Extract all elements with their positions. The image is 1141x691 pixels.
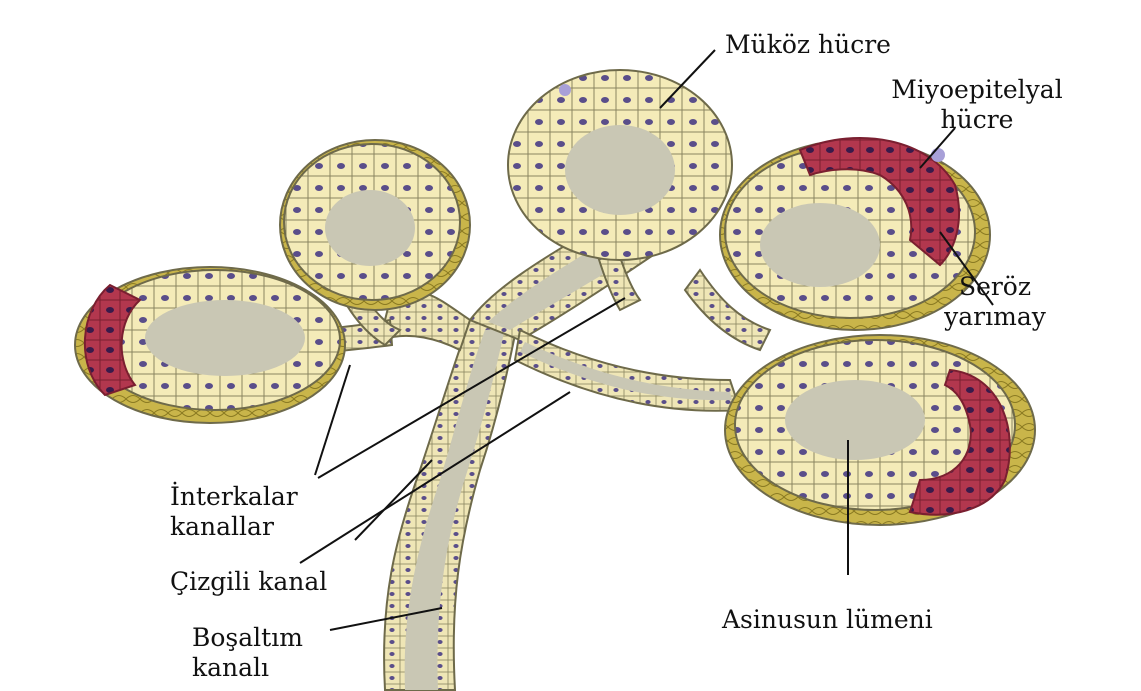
- label-interkalar-kanallar: İnterkalar kanallar: [170, 482, 298, 542]
- label-interkalar-line2: kanallar: [170, 512, 298, 542]
- myoepithelial-cell-right: [931, 148, 945, 162]
- label-miyoepitelyal-hucre: Miyoepitelyal hücre: [882, 75, 1072, 135]
- label-asinusun-lumeni: Asinusun lümeni: [722, 605, 933, 635]
- label-interkalar-line1: İnterkalar: [170, 482, 298, 512]
- label-seroz-line1: Seröz: [935, 272, 1055, 302]
- label-miyo-line2: hücre: [882, 105, 1072, 135]
- label-seroz-yarimay: Seröz yarımay: [935, 272, 1055, 332]
- label-bosaltim-line1: Boşaltım: [192, 623, 303, 653]
- label-cizgili-kanal: Çizgili kanal: [170, 567, 327, 597]
- label-seroz-line2: yarımay: [935, 302, 1055, 332]
- upper-left-mucous-acinus: [280, 140, 470, 310]
- myoepithelial-cell: [559, 84, 571, 96]
- label-miyo-line1: Miyoepitelyal: [882, 75, 1072, 105]
- label-mukoz-hucre: Müköz hücre: [725, 30, 891, 60]
- top-mucous-acinus: [508, 70, 732, 260]
- left-mixed-acinus: [75, 267, 345, 423]
- lower-right-mixed-acinus: [725, 335, 1035, 525]
- label-bosaltim-line2: kanalı: [192, 653, 303, 683]
- label-bosaltim-kanali: Boşaltım kanalı: [192, 623, 303, 683]
